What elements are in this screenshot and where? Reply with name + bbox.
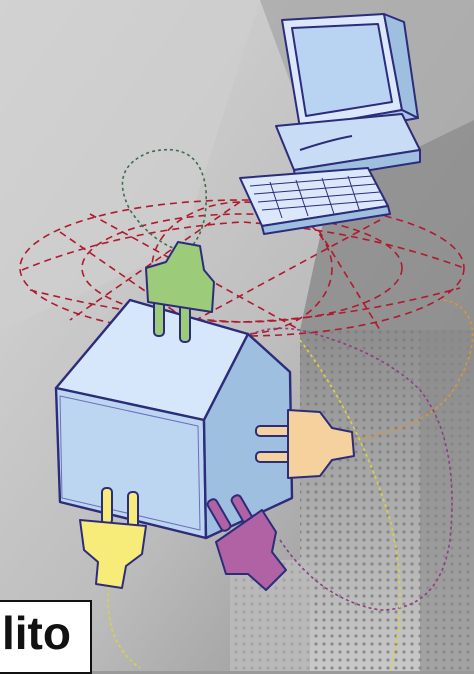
plug-icon-green <box>145 241 215 343</box>
plug-icon-yellow <box>79 487 147 589</box>
caption-box: lito <box>0 600 92 674</box>
plug-icon-orange <box>255 409 355 479</box>
house-icon <box>54 298 294 540</box>
caption-text: lito <box>2 607 71 659</box>
wires <box>107 148 474 671</box>
computer-icon <box>239 13 421 235</box>
plug-icon-purple <box>206 494 287 591</box>
